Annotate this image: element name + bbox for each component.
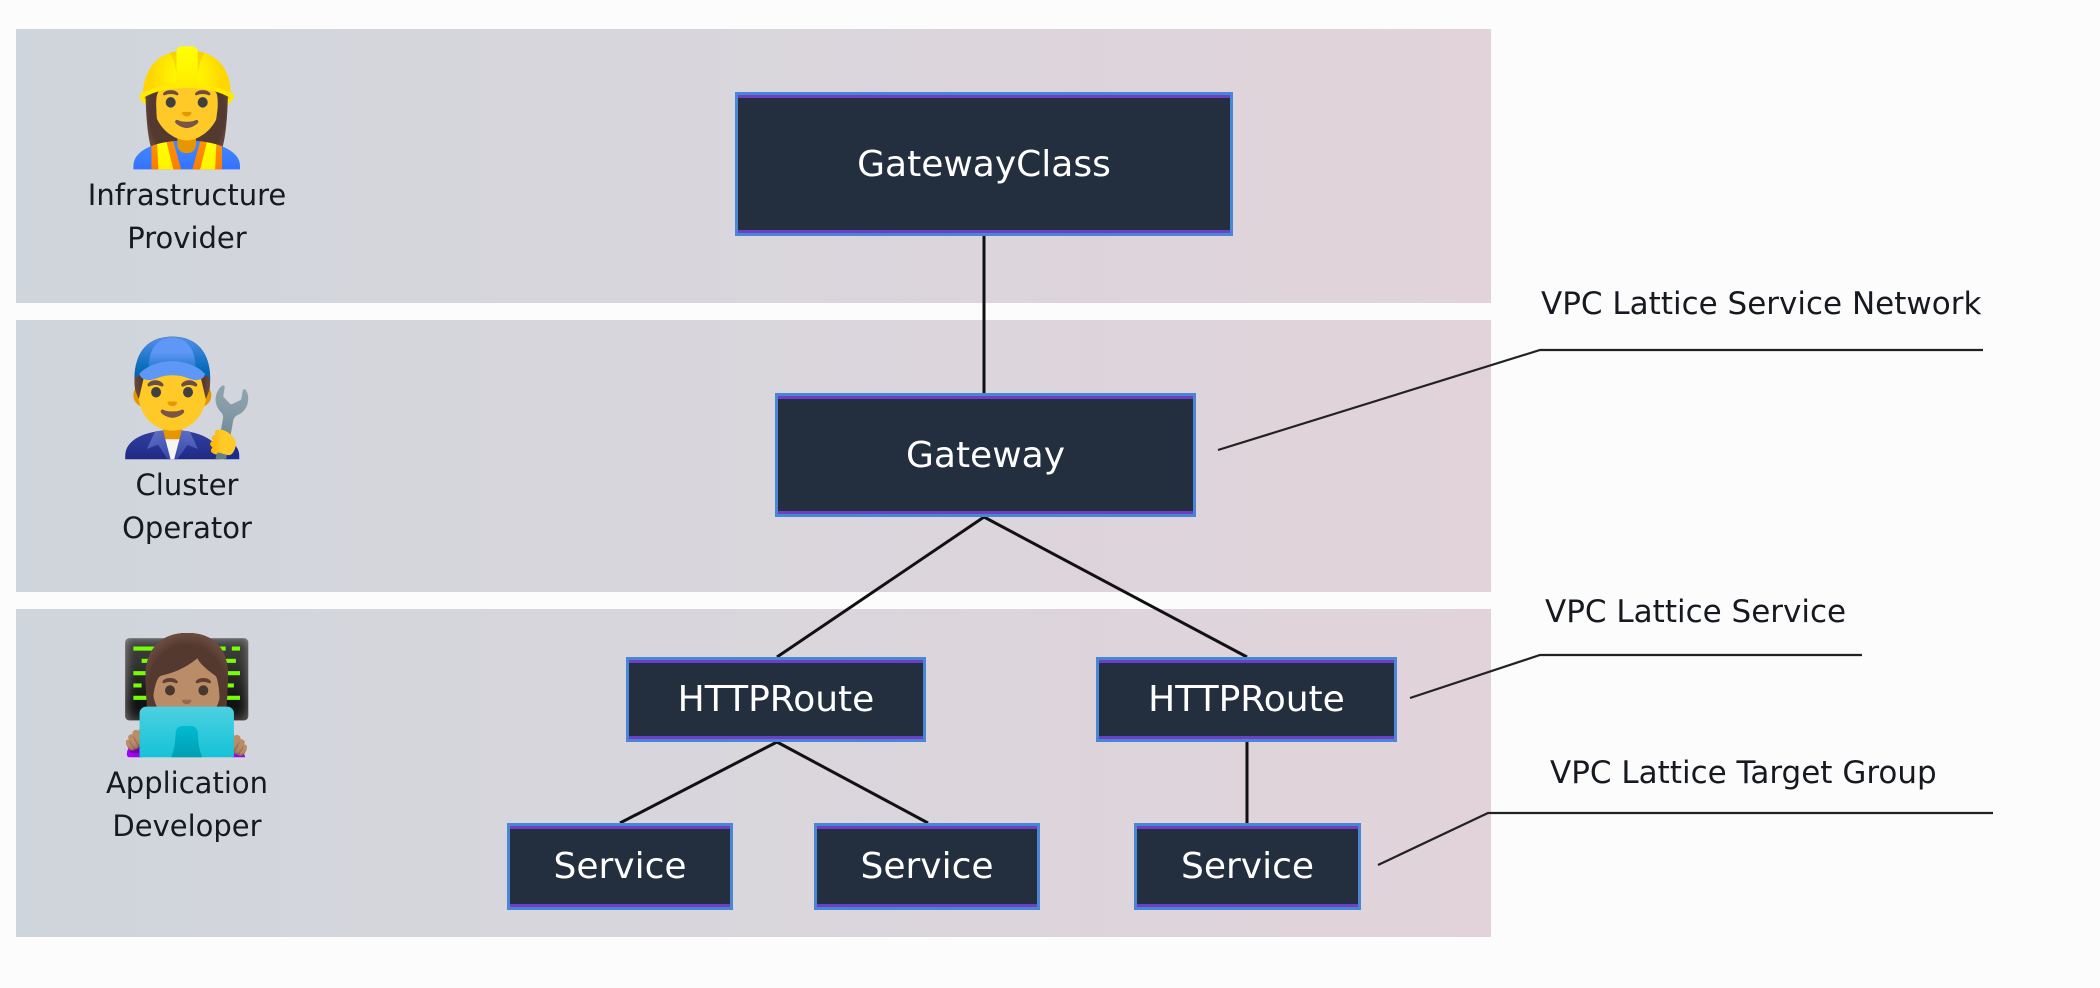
node-service-2: Service: [814, 823, 1040, 910]
role-label-line1: Application: [105, 766, 269, 800]
node-gatewayclass: GatewayClass: [735, 92, 1233, 236]
node-service-3: Service: [1134, 823, 1361, 910]
role-label-line2: Provider: [127, 221, 247, 255]
callout-vpc-lattice-service: VPC Lattice Service: [1545, 594, 1847, 630]
role-label-line2: Developer: [112, 809, 262, 843]
node-httproute-1: HTTPRoute: [626, 657, 926, 742]
technologist-woman-icon: 👩🏽‍💻: [117, 631, 257, 761]
role-cluster-operator: 👨‍🔧 Cluster Operator: [56, 342, 318, 550]
role-label-line1: Infrastructure: [87, 178, 287, 212]
node-service-1: Service: [507, 823, 733, 910]
callout-vpc-lattice-target-group: VPC Lattice Target Group: [1550, 755, 1937, 791]
mechanic-man-icon: 👨‍🔧: [117, 333, 257, 463]
role-label-line1: Cluster: [135, 468, 239, 502]
node-gateway: Gateway: [775, 393, 1196, 517]
role-infrastructure-provider: 👷‍♀️ Infrastructure Provider: [56, 52, 318, 260]
role-label-line2: Operator: [122, 511, 252, 545]
node-httproute-2: HTTPRoute: [1096, 657, 1397, 742]
role-application-developer: 👩🏽‍💻 Application Developer: [56, 640, 318, 848]
callout-vpc-lattice-service-network: VPC Lattice Service Network: [1541, 286, 1982, 322]
construction-worker-woman-icon: 👷‍♀️: [117, 43, 257, 173]
